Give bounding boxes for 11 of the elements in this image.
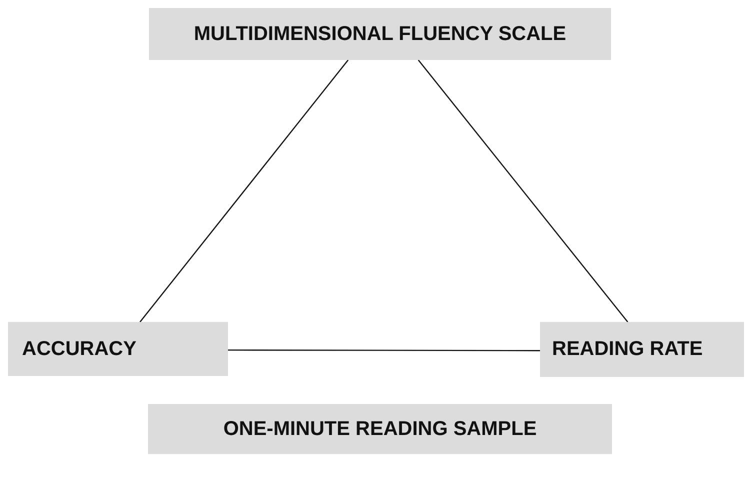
connector-line — [418, 60, 628, 322]
label-box — [149, 8, 611, 60]
label-box — [8, 322, 228, 376]
connector-line — [140, 60, 349, 322]
node-label: READING RATE — [552, 338, 703, 361]
connector-line — [228, 349, 540, 352]
node-label: ONE-MINUTE READING SAMPLE — [223, 418, 537, 440]
label-box — [148, 404, 612, 454]
node-label: ACCURACY — [22, 338, 136, 360]
node-label: MULTIDIMENSIONAL FLUENCY SCALE — [194, 22, 566, 46]
label-box — [540, 322, 744, 377]
